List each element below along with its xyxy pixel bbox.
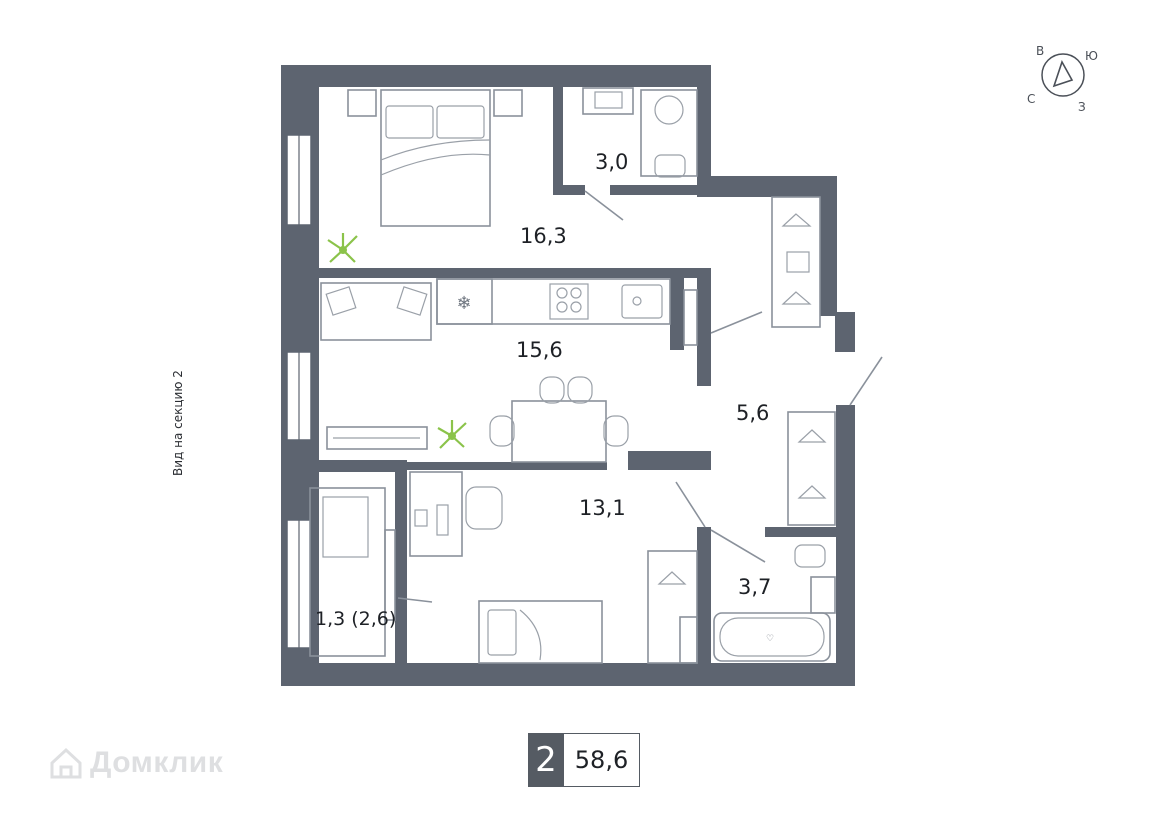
compass-icon: В Ю С З xyxy=(1027,44,1098,114)
room-area-hall: 5,6 xyxy=(736,401,769,425)
wardrobe-top xyxy=(771,196,821,328)
kitchen-furniture: ❄ xyxy=(320,278,698,463)
plant-icon xyxy=(327,233,358,263)
room-area-bedroom: 16,3 xyxy=(520,224,567,248)
compass-north-letter: С xyxy=(1027,92,1035,106)
home-logo-icon xyxy=(50,747,82,779)
compass-south-letter: Ю xyxy=(1085,49,1098,63)
bathroom-bottom-fixtures: ♡ xyxy=(713,544,836,662)
watermark: Домклик xyxy=(48,745,223,781)
room-area-kitchen-living: 15,6 xyxy=(516,338,563,362)
bathroom-top-fixtures xyxy=(582,87,698,178)
balcony-furniture xyxy=(309,487,396,657)
room-area-bottom-room: 13,1 xyxy=(579,496,626,520)
plant-icon xyxy=(437,420,467,449)
total-area-badge: 58,6 xyxy=(564,733,640,787)
room-area-bathroom-top: 3,0 xyxy=(595,150,628,174)
compass-east-letter: В xyxy=(1036,44,1044,58)
svg-text:♡: ♡ xyxy=(766,634,774,644)
room-area-balcony: 1,3 (2,6) xyxy=(315,608,396,630)
room-area-bathroom-bottom: 3,7 xyxy=(738,575,771,599)
bedroom-furniture xyxy=(347,89,523,227)
compass-west-letter: З xyxy=(1078,100,1086,114)
side-caption: Вид на секцию 2 xyxy=(171,370,185,476)
wardrobe-hall xyxy=(787,411,836,526)
doors xyxy=(397,190,883,603)
svg-text:❄: ❄ xyxy=(456,293,471,314)
room-labels: 16,3 3,0 15,6 5,6 13,1 3,7 1,3 (2,6) xyxy=(315,150,771,630)
room-count-badge: 2 xyxy=(528,733,564,787)
bottom-room-furniture xyxy=(409,471,698,664)
watermark-text: Домклик xyxy=(90,746,224,779)
walls xyxy=(281,65,855,686)
